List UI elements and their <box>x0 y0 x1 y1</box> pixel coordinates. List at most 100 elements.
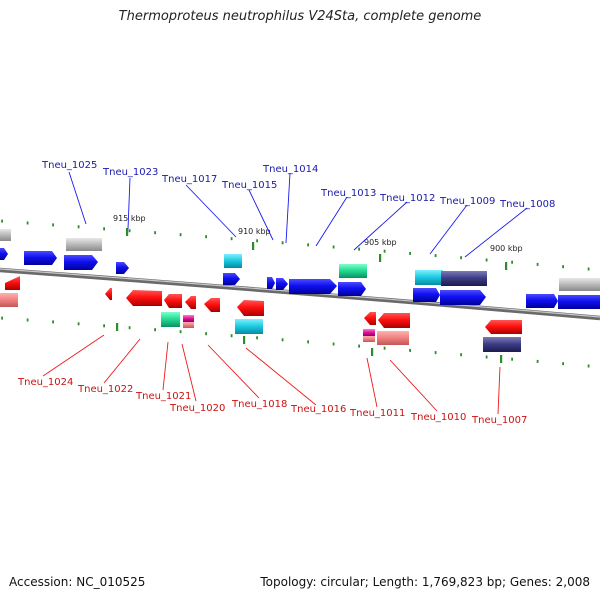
gene-forward[interactable] <box>413 288 440 302</box>
scale-major-tick <box>500 355 503 363</box>
gene-label-tneu-1009[interactable]: Tneu_1009 <box>439 196 495 207</box>
gene-green[interactable] <box>339 264 367 278</box>
gene-forward-box[interactable] <box>558 295 600 309</box>
scale-tick <box>77 225 80 229</box>
scale-tick <box>562 265 564 269</box>
gene-forward[interactable] <box>223 273 240 285</box>
gene-pink[interactable] <box>363 336 375 342</box>
scale-major-tick <box>371 348 374 356</box>
gene-navy[interactable] <box>441 271 487 286</box>
gene-forward[interactable] <box>0 248 8 260</box>
gene-pink[interactable] <box>377 331 409 345</box>
gene-forward[interactable] <box>276 278 288 290</box>
scale-major-tick <box>243 336 246 344</box>
gene-reverse[interactable] <box>164 294 182 308</box>
scale-tick <box>154 231 156 235</box>
gene-label-tneu-1012[interactable]: Tneu_1012 <box>379 193 435 204</box>
gene-cyan[interactable] <box>224 254 242 268</box>
forward-genes <box>0 229 600 309</box>
gene-label-tneu-1021[interactable]: Tneu_1021 <box>135 391 191 402</box>
gene-label-tneu-1015[interactable]: Tneu_1015 <box>221 180 277 191</box>
scale-tick <box>536 262 539 266</box>
scale-tick <box>358 247 360 251</box>
scale-tick <box>383 346 386 350</box>
gene-label-tneu-1016[interactable]: Tneu_1016 <box>290 404 346 415</box>
gene-label-tneu-1024[interactable]: Tneu_1024 <box>17 377 73 388</box>
gene-cyan[interactable] <box>415 270 443 285</box>
gene-label-tneu-1011[interactable]: Tneu_1011 <box>349 408 405 419</box>
gene-forward[interactable] <box>526 294 558 308</box>
gene-reverse[interactable] <box>185 296 196 309</box>
gene-label-tneu-1025[interactable]: Tneu_1025 <box>41 160 97 171</box>
gene-green[interactable] <box>161 312 180 327</box>
scale-tick <box>26 318 29 322</box>
gene-forward[interactable] <box>440 290 486 305</box>
scale-tick <box>1 219 3 223</box>
gene-label-tneu-1022[interactable]: Tneu_1022 <box>77 384 133 395</box>
gene-gray[interactable] <box>559 278 600 291</box>
scale-tick <box>230 237 233 241</box>
scale-major-tick <box>116 323 119 331</box>
gene-gray-1025[interactable] <box>0 229 11 241</box>
gene-pink[interactable] <box>183 322 194 328</box>
reverse-genes <box>0 276 522 352</box>
forward-gene-labels: Tneu_1025 Tneu_1023 Tneu_1017 Tneu_1015 … <box>41 160 555 210</box>
gene-reverse[interactable] <box>126 290 162 306</box>
scale-tick <box>332 245 335 249</box>
forward-leaders <box>68 171 528 258</box>
scale-tick <box>103 324 105 328</box>
gene-forward[interactable] <box>267 277 275 289</box>
gene-magenta[interactable] <box>363 329 375 336</box>
gene-label-tneu-1017[interactable]: Tneu_1017 <box>161 174 217 185</box>
scale-major-tick <box>505 262 508 270</box>
gene-reverse[interactable] <box>378 313 410 328</box>
scale-tick <box>128 326 131 330</box>
gene-label-tneu-1023[interactable]: Tneu_1023 <box>102 167 158 178</box>
gene-forward[interactable] <box>116 262 129 274</box>
scale-label-900: 900 kbp <box>490 244 523 253</box>
scale-tick <box>205 332 207 336</box>
gene-reverse[interactable] <box>485 320 522 334</box>
gene-label-tneu-1007[interactable]: Tneu_1007 <box>471 415 527 426</box>
scale-label-910: 910 kbp <box>238 227 271 236</box>
gene-forward[interactable] <box>289 279 337 294</box>
gene-magenta[interactable] <box>183 315 194 322</box>
scale-label-905: 905 kbp <box>364 238 397 247</box>
scale-tick <box>230 334 233 338</box>
scale-tick <box>587 364 590 368</box>
scale-tick <box>179 330 182 334</box>
gene-navy[interactable] <box>483 337 521 352</box>
scale-tick <box>103 227 105 231</box>
gene-forward[interactable] <box>64 255 98 270</box>
gene-reverse[interactable] <box>204 298 220 312</box>
scale-tick <box>52 223 54 227</box>
gene-pink[interactable] <box>0 293 18 307</box>
gene-reverse[interactable] <box>364 312 376 325</box>
scale-major-tick <box>379 254 382 262</box>
gene-reverse[interactable] <box>105 288 112 300</box>
gene-label-tneu-1008[interactable]: Tneu_1008 <box>499 199 555 210</box>
scale-tick <box>434 351 437 355</box>
gene-label-tneu-1014[interactable]: Tneu_1014 <box>262 164 318 175</box>
scale-tick <box>256 239 258 243</box>
gene-label-tneu-1020[interactable]: Tneu_1020 <box>169 403 225 414</box>
gene-label-tneu-1018[interactable]: Tneu_1018 <box>231 399 287 410</box>
scale-tick <box>179 233 182 237</box>
gene-forward[interactable] <box>24 251 57 265</box>
scale-tick <box>434 254 437 258</box>
gene-forward[interactable] <box>338 282 366 296</box>
scale-tick <box>154 328 156 332</box>
gene-label-tneu-1013[interactable]: Tneu_1013 <box>320 188 376 199</box>
gene-gray-1024b[interactable] <box>66 238 102 251</box>
scale-tick <box>332 342 335 346</box>
scale-tick <box>128 229 131 233</box>
gene-reverse[interactable] <box>237 300 264 316</box>
scale-tick <box>587 267 590 271</box>
gene-cyan[interactable] <box>235 319 263 334</box>
scale-tick <box>281 338 284 342</box>
gene-reverse[interactable] <box>5 276 20 290</box>
gene-label-tneu-1010[interactable]: Tneu_1010 <box>410 412 466 423</box>
scale-tick <box>485 355 488 359</box>
